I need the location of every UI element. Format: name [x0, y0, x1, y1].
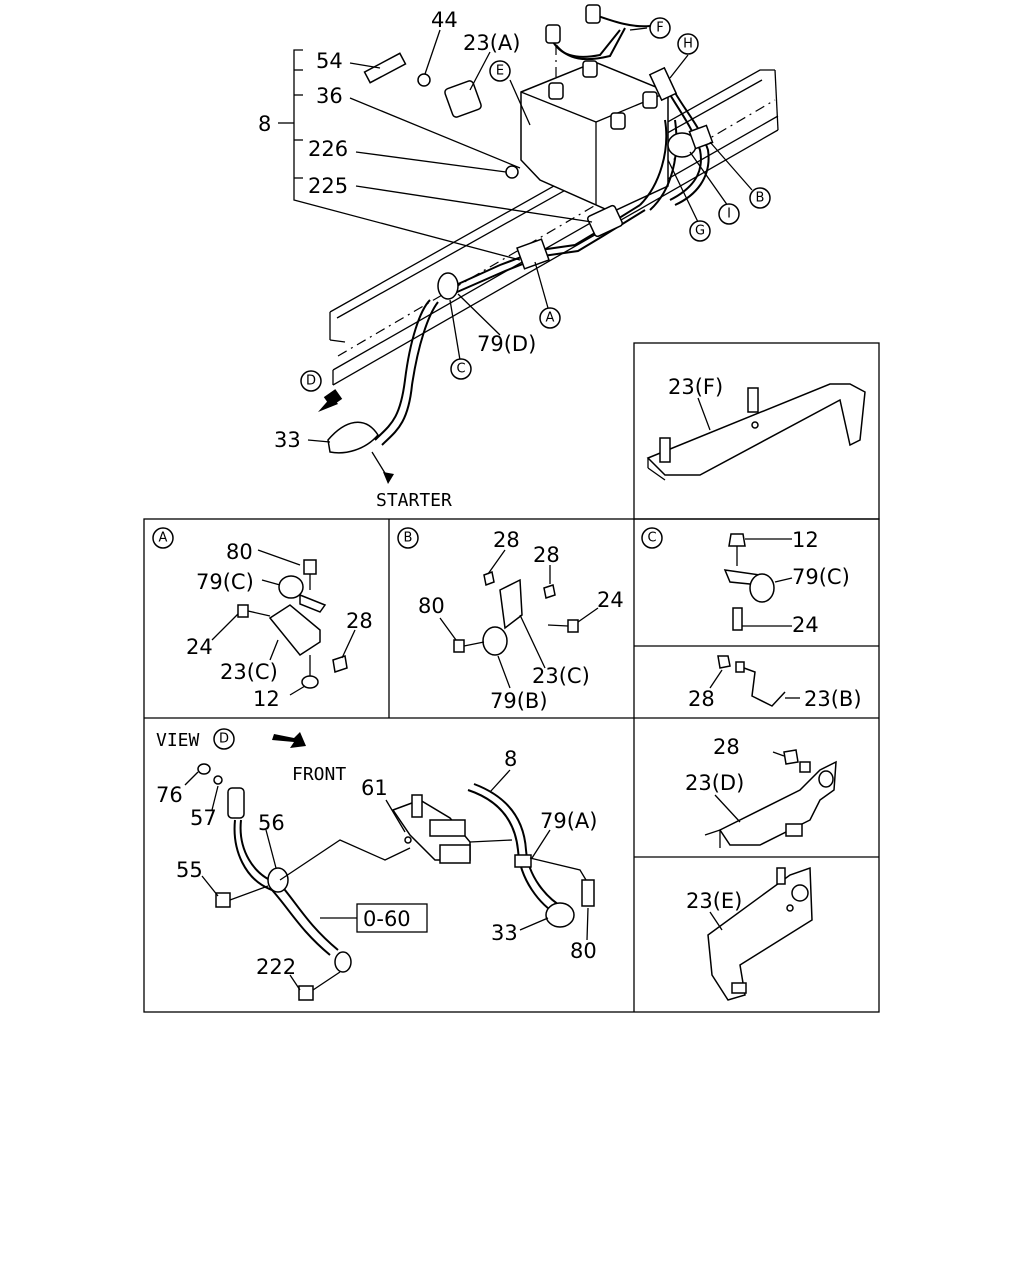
label-23a: 23(A) [463, 31, 520, 55]
detail-a-label-24: 24 [186, 635, 213, 659]
label-starter: STARTER [376, 490, 452, 511]
detail-a-label-23c: 23(C) [220, 660, 278, 684]
view-d-label-56: 56 [258, 811, 285, 835]
label-54: 54 [316, 49, 343, 73]
view-d-front-label: FRONT [292, 764, 346, 785]
detail-c-label-12: 12 [792, 528, 819, 552]
detail-a-label-28: 28 [346, 609, 373, 633]
label-36: 36 [316, 84, 343, 108]
detail-a-circle: A [159, 531, 168, 546]
callout-h: H [683, 37, 693, 52]
battery-cables [374, 14, 710, 446]
callout-f: F [656, 21, 663, 36]
label-33: 33 [274, 428, 301, 452]
panel-frames [143, 342, 880, 1013]
label-225: 225 [308, 174, 348, 198]
label-8: 8 [258, 112, 271, 136]
detail-b-label-24: 24 [597, 588, 624, 612]
view-d-label-61: 61 [361, 776, 388, 800]
panel-23d-label-28: 28 [713, 735, 740, 759]
callout-g: G [695, 224, 705, 239]
detail-c: C 12 79(C) 24 [641, 527, 850, 637]
detail-b-label-23c: 23(C) [532, 664, 590, 688]
panel-23d-label-23d: 23(D) [685, 771, 744, 795]
view-d-label-79a: 79(A) [540, 809, 597, 833]
callout-a: A [546, 311, 555, 326]
label-226: 226 [308, 137, 348, 161]
detail-c-label-79c: 79(C) [792, 565, 850, 589]
detail-b-label-28-a: 28 [493, 528, 520, 552]
main-part-labels: 8 44 54 23(A) 36 226 225 79(D) 33 STARTE… [258, 8, 536, 511]
detail-b-label-28-b: 28 [533, 543, 560, 567]
main-hardware [327, 4, 714, 454]
battery-box [520, 45, 669, 213]
callout-c: C [456, 362, 465, 377]
callout-d: D [306, 374, 316, 389]
front-arrow-icon [272, 732, 306, 748]
panel-23e: 23(E) [686, 866, 813, 1001]
detail-b: B 28 28 80 24 23(C) 79(B) [397, 527, 624, 713]
view-d-title: VIEW [156, 730, 200, 751]
view-d-label-76: 76 [156, 783, 183, 807]
detail-23b-label-23b: 23(B) [804, 687, 862, 711]
view-d-circle: D [219, 732, 229, 747]
callout-b: B [756, 191, 765, 206]
label-44: 44 [431, 8, 458, 32]
detail-c-circle: C [647, 531, 656, 546]
detail-c-label-24: 24 [792, 613, 819, 637]
detail-a-label-79c: 79(C) [196, 570, 254, 594]
callout-e: E [496, 64, 504, 79]
main-assembly: E F H B I G A C D 8 44 54 23(A) 36 226 2… [258, 4, 779, 511]
detail-b-circle: B [404, 531, 413, 546]
view-d-label-57: 57 [190, 806, 217, 830]
item-8-bracket [278, 49, 521, 261]
panel-23e-label-23e: 23(E) [686, 889, 742, 913]
label-79d: 79(D) [477, 332, 536, 356]
detail-23b: 28 23(B) [688, 655, 862, 711]
view-d-ref-0-60: 0-60 [363, 907, 411, 931]
view-d-label-222: 222 [256, 955, 296, 979]
callout-i: I [727, 207, 731, 222]
view-d-label-80: 80 [570, 939, 597, 963]
detail-a-label-12: 12 [253, 687, 280, 711]
panel-23d: 28 23(D) [685, 735, 837, 848]
detail-23b-label-28: 28 [688, 687, 715, 711]
view-d-label-8: 8 [504, 747, 517, 771]
label-23f: 23(F) [668, 375, 723, 399]
view-d: VIEW D FRONT [156, 728, 597, 1001]
detail-b-label-80: 80 [418, 594, 445, 618]
view-d-label-55: 55 [176, 858, 203, 882]
detail-a-label-80: 80 [226, 540, 253, 564]
panel-23f: 23(F) [646, 375, 866, 481]
view-d-label-33: 33 [491, 921, 518, 945]
main-callout-circles: E F H B I G A C D [300, 17, 771, 392]
detail-a: A 80 79(C) 24 28 23(C) 12 [152, 527, 373, 711]
detail-b-label-79b: 79(B) [490, 689, 548, 713]
main-leaders [307, 27, 753, 484]
